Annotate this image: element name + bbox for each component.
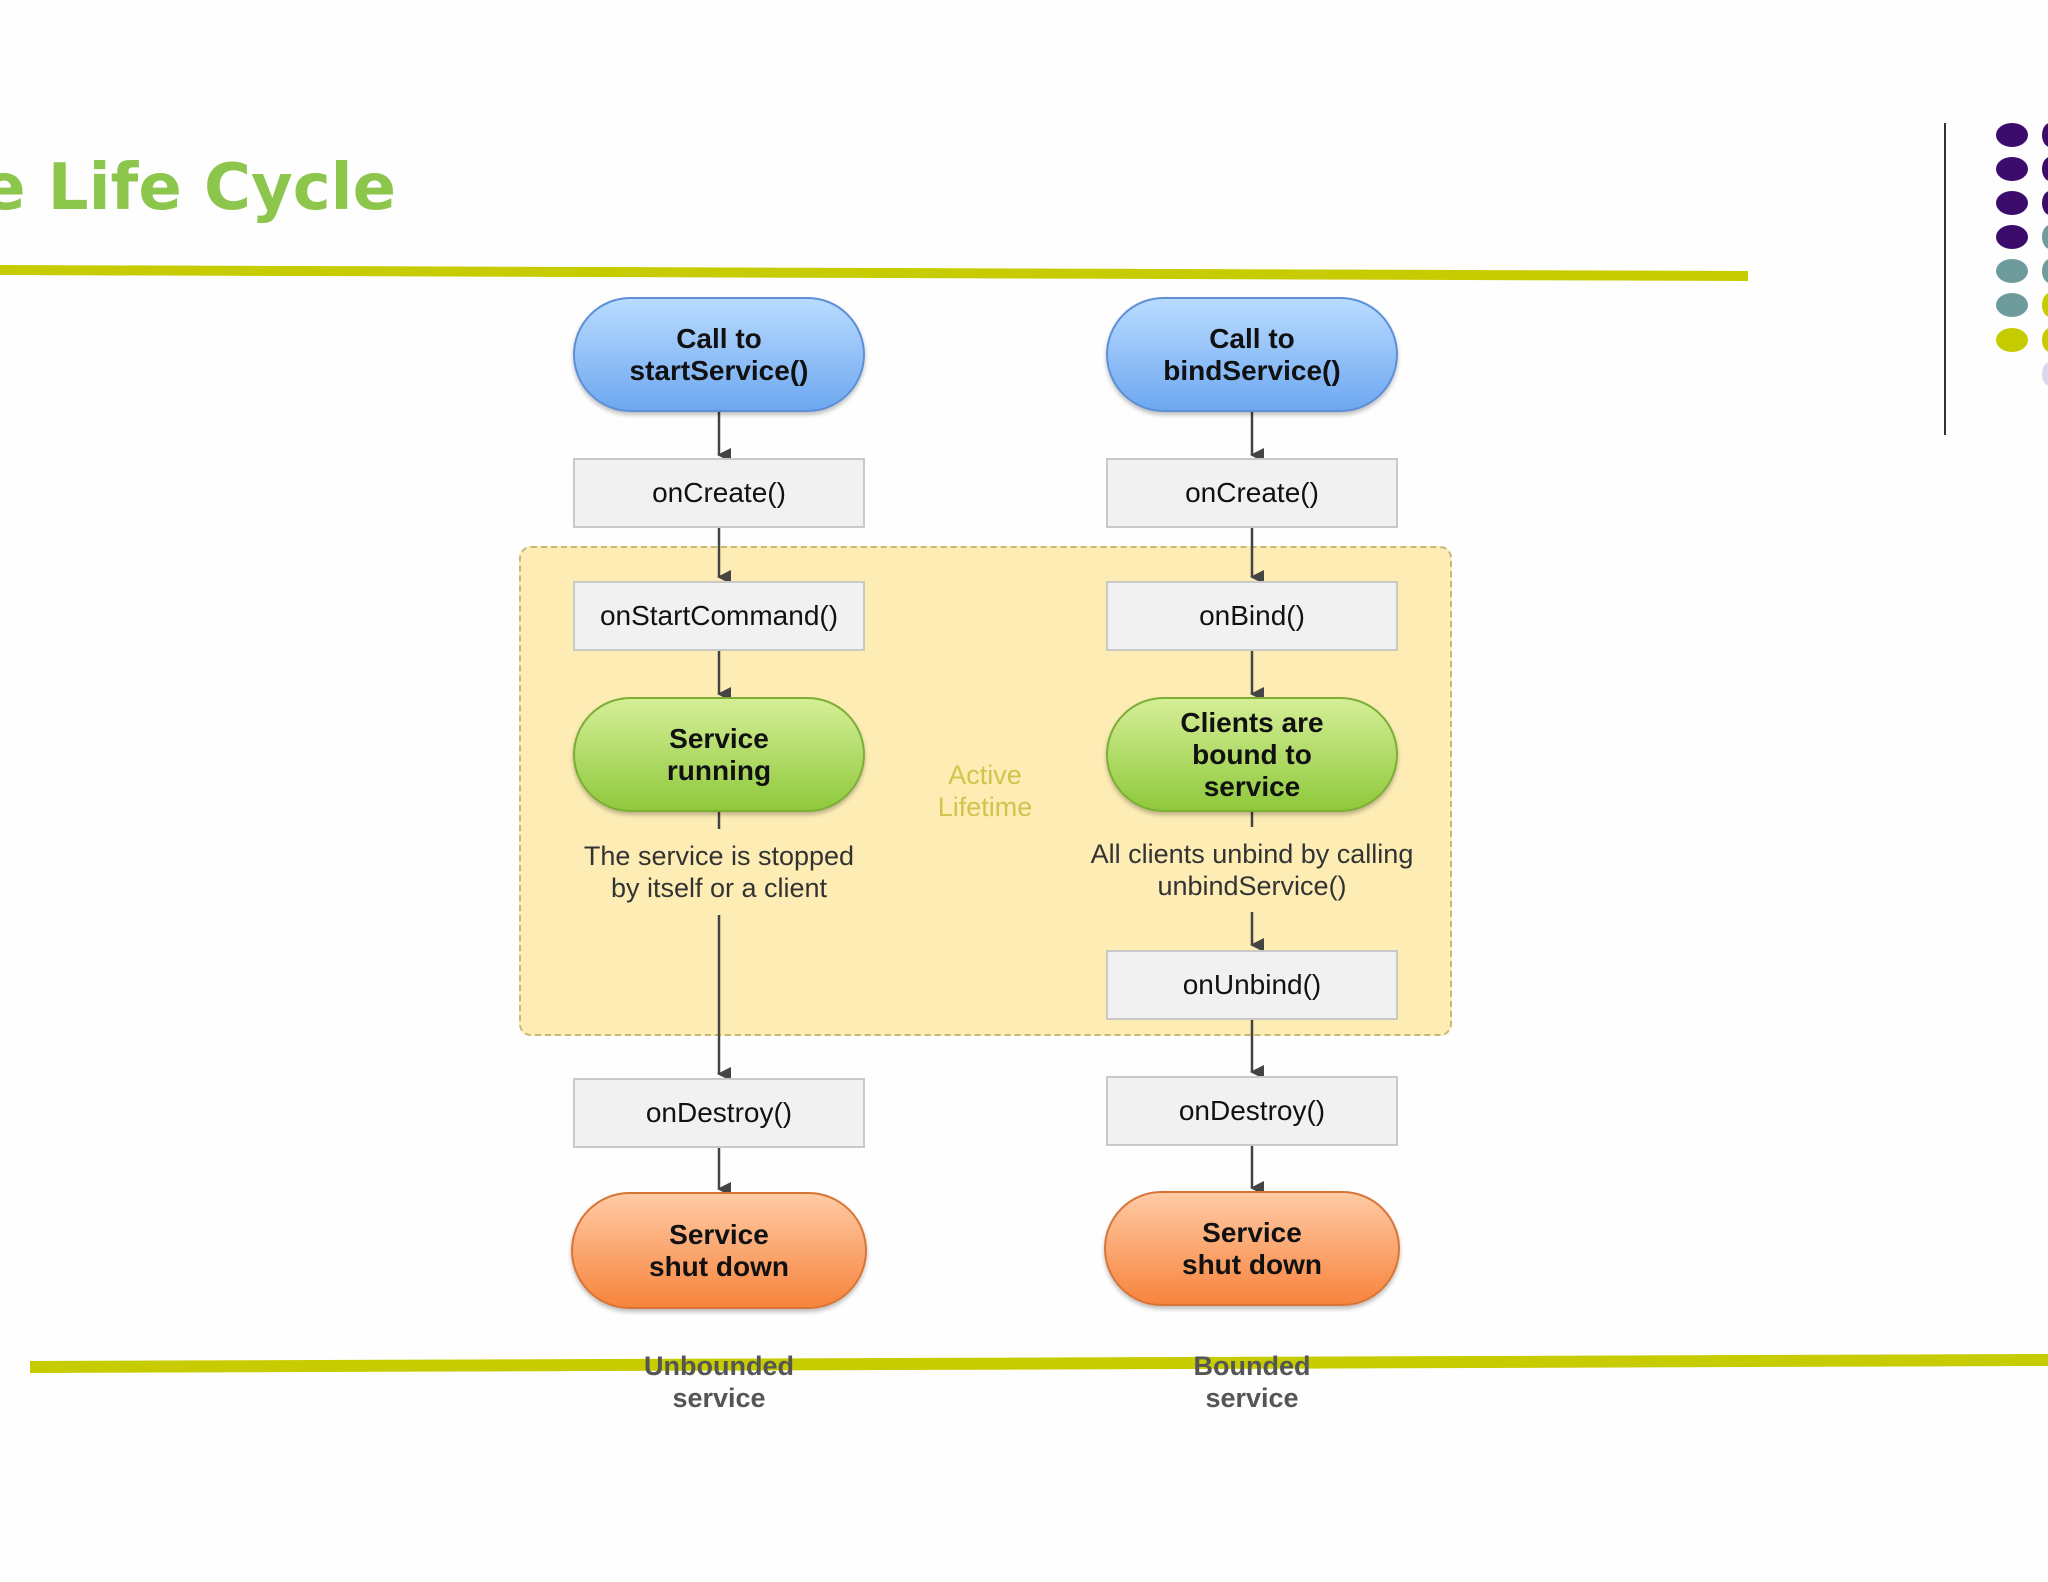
oncreate-node-unbounded: onCreate()	[573, 458, 865, 528]
title-underline	[0, 265, 1748, 281]
oncreate-node-bounded: onCreate()	[1106, 458, 1398, 528]
slide-title: Service Life Cycle	[0, 151, 396, 225]
ondestroy-node-bounded: onDestroy()	[1106, 1076, 1398, 1146]
service-running-node: Service running	[573, 697, 865, 812]
unbounded-service-caption: Unbounded service	[644, 1351, 794, 1413]
footer-rule	[30, 1354, 2048, 1373]
clients-bound-node: Clients are bound to service	[1106, 697, 1398, 812]
call-bind-service-node: Call to bindService()	[1106, 297, 1398, 412]
onbind-node: onBind()	[1106, 581, 1398, 651]
ondestroy-node-unbounded: onDestroy()	[573, 1078, 865, 1148]
call-start-service-node: Call to startService()	[573, 297, 865, 412]
service-stopped-note: The service is stopped by itself or a cl…	[583, 841, 855, 903]
active-lifetime-label: Active Lifetime	[937, 760, 1033, 822]
dot-grid-decoration	[1996, 123, 2048, 386]
onunbind-node: onUnbind()	[1106, 950, 1398, 1020]
bounded-service-caption: Bounded service	[1193, 1351, 1311, 1413]
service-shutdown-node-bounded: Service shut down	[1104, 1191, 1400, 1306]
onstartcommand-node: onStartCommand()	[573, 581, 865, 651]
clients-unbind-note: All clients unbind by calling unbindServ…	[1090, 839, 1414, 901]
service-shutdown-node-unbounded: Service shut down	[571, 1192, 867, 1309]
